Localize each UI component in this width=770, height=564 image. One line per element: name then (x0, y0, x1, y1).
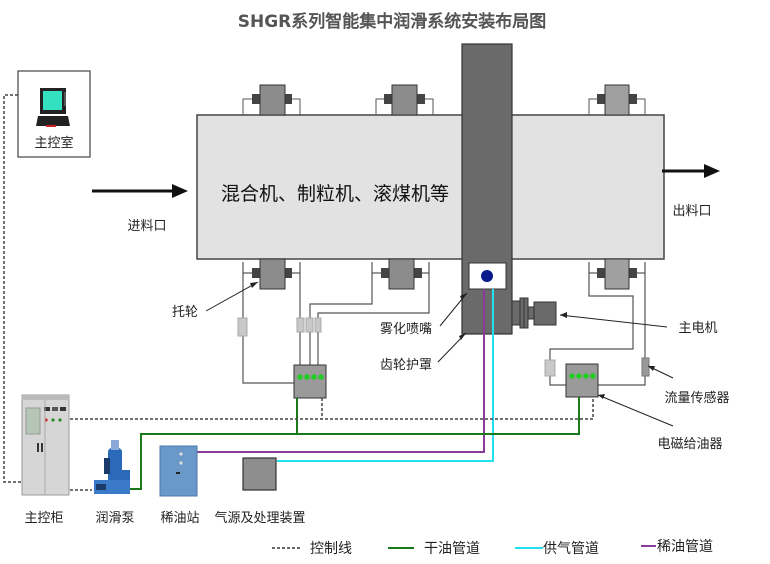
gear-guard (461, 43, 513, 335)
main-control-cabinet (21, 394, 70, 496)
gear-guard-label: 齿轮护罩 (380, 358, 432, 373)
legend-label: 稀油管道 (657, 539, 713, 555)
indicator-light (590, 373, 596, 379)
legend-item-dry-oil: 干油管道 (388, 541, 480, 557)
thin-oil-pipe (197, 289, 485, 453)
callout-leaders (205, 281, 674, 427)
lubrication-pump (94, 440, 130, 494)
support-roller-top-3 (588, 84, 646, 116)
legend: 控制线 干油管道 供气管道 稀油管道 (272, 539, 713, 557)
main-cabinet-label: 主控柜 (24, 511, 63, 526)
support-roller-bottom-1 (252, 258, 292, 290)
outlet-label: 出料口 (672, 204, 711, 219)
support-roller-top-1 (242, 84, 301, 116)
legend-item-air: 供气管道 (515, 541, 599, 557)
inlet-arrow (92, 184, 188, 198)
flow-sensors-left (237, 317, 322, 337)
indicator-light (576, 373, 582, 379)
support-roller-bottom-2 (381, 258, 422, 290)
machine-drum: 混合机、制粒机、滚煤机等 (196, 114, 665, 260)
solenoid-feeder-label: 电磁给油器 (657, 437, 722, 452)
indicator-light (583, 373, 589, 379)
air-source-unit (242, 457, 277, 491)
legend-item-thin-oil: 稀油管道 (641, 539, 713, 555)
computer-icon (36, 88, 70, 127)
thin-oil-station (159, 445, 198, 497)
flow-sensor-label: 流量传感器 (664, 390, 729, 406)
legend-item-control-line: 控制线 (272, 541, 352, 557)
indicator-light (318, 374, 324, 380)
legend-label: 干油管道 (424, 541, 480, 557)
indicator-light (311, 374, 317, 380)
lube-pump-label: 润滑泵 (95, 511, 134, 526)
thin-oil-station-label: 稀油站 (160, 511, 199, 526)
flow-sensor (641, 357, 650, 377)
control-room: 主控室 (17, 70, 91, 158)
control-lines (70, 397, 594, 491)
legend-label: 控制线 (310, 541, 352, 557)
dry-oil-pipe (130, 397, 580, 490)
solenoid-feeder-left (293, 364, 327, 399)
machine-label: 混合机、制粒机、滚煤机等 (221, 183, 449, 205)
indicator-light (304, 374, 310, 380)
air-pipe (277, 289, 494, 462)
solenoid-feeder-right (565, 363, 599, 398)
support-roller-bottom-3 (597, 258, 637, 290)
air-source-label: 气源及处理装置 (214, 510, 305, 526)
grease-branch-lines-right (549, 262, 646, 386)
indicator-light (569, 373, 575, 379)
outlet-arrow (662, 164, 720, 178)
main-motor-label: 主电机 (678, 321, 717, 336)
grease-branch-lines-left (242, 262, 430, 384)
indicator-light (297, 374, 303, 380)
callout-arrowheads (250, 282, 655, 399)
atomizing-nozzle-label: 雾化喷嘴 (380, 322, 432, 337)
control-room-label: 主控室 (34, 135, 73, 151)
support-roller-label: 托轮 (172, 305, 198, 320)
support-roller-top-2 (375, 84, 434, 116)
main-motor (511, 297, 557, 329)
inlet-label: 进料口 (127, 219, 166, 234)
legend-label: 供气管道 (543, 541, 599, 557)
diagram-title: SHGR系列智能集中润滑系统安装布局图 (238, 11, 547, 32)
control-line-left (3, 94, 22, 483)
atomizing-nozzle-icon (481, 270, 493, 282)
